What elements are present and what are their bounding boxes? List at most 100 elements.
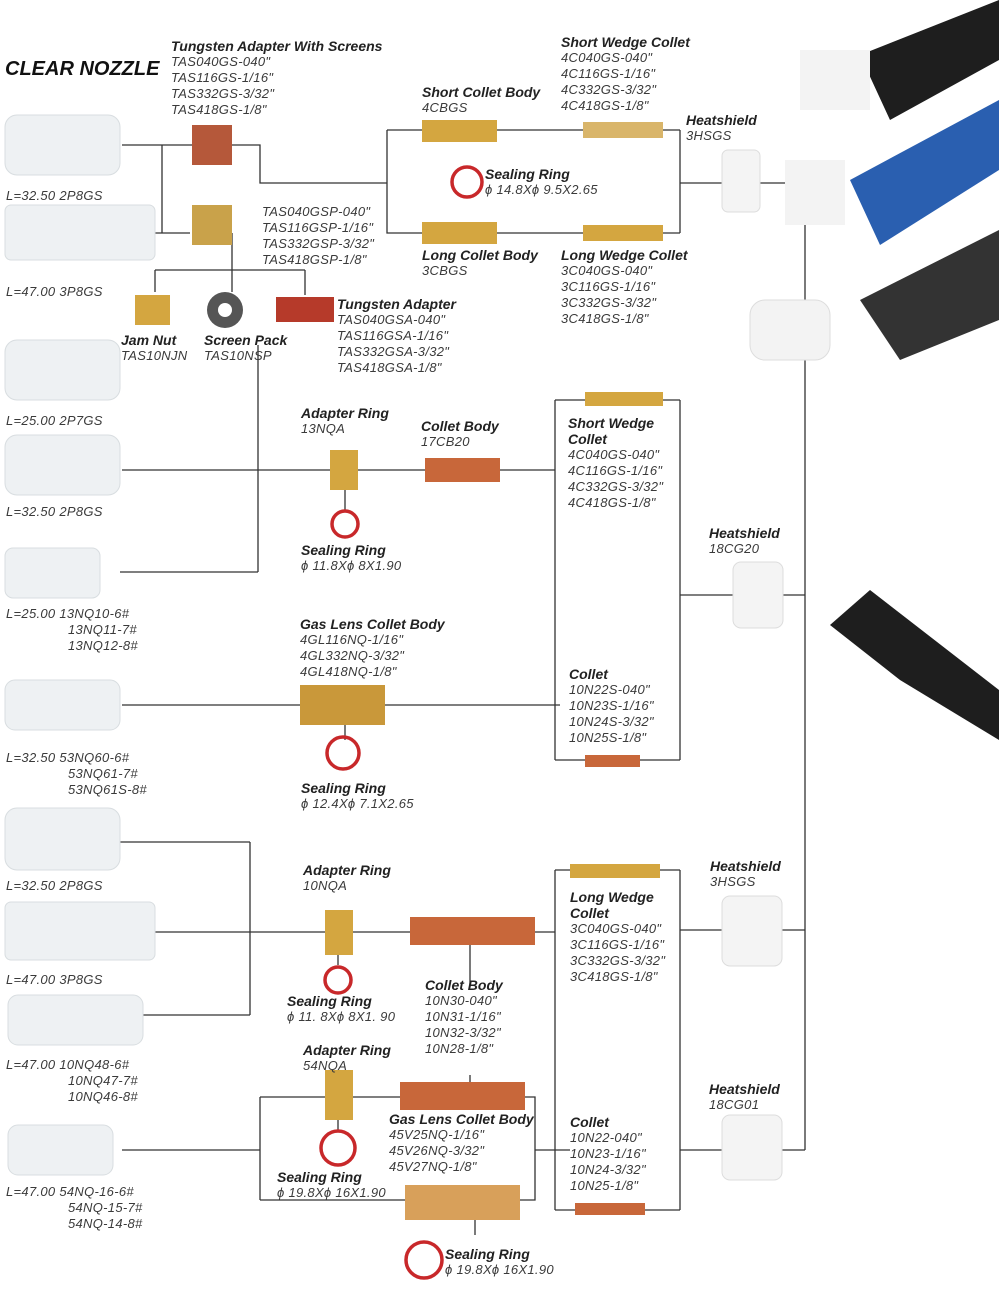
part-title: Tungsten Adapter With Screens (171, 38, 383, 54)
part-code: L=32.50 2P8GS (6, 878, 103, 893)
part-code: ϕ 14.8Xϕ 9.5X2.65 (485, 182, 598, 197)
part-code: 4C332GS-3/32" (561, 82, 657, 97)
part-code: 10N30-040" (425, 993, 497, 1008)
part-title: Gas Lens Collet Body (300, 616, 445, 632)
part-code: 3C418GS-1/8" (561, 311, 649, 326)
part-title: Heatshield (686, 112, 757, 128)
part-code: ϕ 19.8Xϕ 16X1.90 (277, 1185, 386, 1200)
part-code: L=32.50 53NQ60-6# (6, 750, 130, 765)
nozzle-6-label: L=32.50 53NQ60-6#53NQ61-7#53NQ61S-8# (6, 750, 147, 798)
nozzle-2-label: L=47.00 3P8GS (6, 284, 103, 300)
part-code: 3C332GS-3/32" (570, 953, 666, 968)
part-code: 3HSGS (710, 874, 756, 889)
part-code: TAS040GSP-040" (262, 204, 371, 219)
part-code: 10NQ46-8# (68, 1089, 138, 1104)
part-title: Heatshield (709, 1081, 780, 1097)
part-code: 45V27NQ-1/8" (389, 1159, 477, 1174)
page-title: CLEAR NOZZLE (5, 58, 160, 80)
part-title: Collet Body (421, 418, 499, 434)
part-title: Short Collet Body (422, 84, 541, 100)
part-code: TAS116GS-1/16" (171, 70, 274, 85)
part-code: TAS116GSP-1/16" (262, 220, 374, 235)
tas-gsp-label: TAS040GSP-040"TAS116GSP-1/16"TAS332GSP-3… (262, 204, 374, 268)
part-code: ϕ 11.8Xϕ 8X1.90 (301, 558, 402, 573)
part-title: Sealing Ring (287, 993, 372, 1009)
part-title: Heatshield (709, 525, 780, 541)
part-code: L=47.00 3P8GS (6, 284, 103, 299)
part-code: 3C332GS-3/32" (561, 295, 657, 310)
part-code: 3C116GS-1/16" (570, 937, 665, 952)
parts (135, 120, 784, 1220)
part-code: 54NQA (303, 1058, 348, 1073)
nozzle-1-label: L=32.50 2P8GS (6, 188, 103, 204)
part-code: 10N23S-1/16" (569, 698, 654, 713)
part-code: 3CBGS (422, 263, 468, 278)
part-code: L=47.00 10NQ48-6# (6, 1057, 130, 1072)
part-title: Adapter Ring (303, 862, 391, 878)
part-code: 4GL418NQ-1/8" (300, 664, 397, 679)
part-code: 13NQA (301, 421, 346, 436)
part-code: TAS332GSA-3/32" (337, 344, 450, 359)
part-code: ϕ 12.4Xϕ 7.1X2.65 (301, 796, 414, 811)
part-code: 45V26NQ-3/32" (389, 1143, 485, 1158)
part-code: 10N22-040" (570, 1130, 642, 1145)
part-code: TAS10NJN (121, 348, 188, 363)
part-code: 45V25NQ-1/16" (389, 1127, 485, 1142)
part-title: Collet Body (425, 977, 503, 993)
part-code: TAS418GSA-1/8" (337, 360, 442, 375)
part-title: Collet (570, 1114, 609, 1130)
part-code: 10N25S-1/8" (569, 730, 647, 745)
part-code: 4C418GS-1/8" (561, 98, 649, 113)
part-code: ϕ 11. 8Xϕ 8X1. 90 (287, 1009, 396, 1024)
part-code: 10N22S-040" (569, 682, 650, 697)
nozzle-7-label: L=32.50 2P8GS (6, 878, 103, 894)
part-code: TAS10NSP (204, 348, 272, 363)
part-code: 3HSGS (686, 128, 732, 143)
part-code: 4GL116NQ-1/16" (300, 632, 404, 647)
part-code: 10N25-1/8" (570, 1178, 639, 1193)
part-code: L=47.00 3P8GS (6, 972, 103, 987)
part-title: Short Wedge Collet (561, 34, 690, 50)
part-code: 3C040GS-040" (570, 921, 662, 936)
part-title: Long Collet Body (422, 247, 538, 263)
part-code: TAS040GSA-040" (337, 312, 446, 327)
part-code: L=32.50 2P8GS (6, 504, 103, 519)
part-code: 10NQA (303, 878, 348, 893)
part-code: 4C116GS-1/16" (568, 463, 663, 478)
part-code: TAS332GSP-3/32" (262, 236, 375, 251)
nozzle-3-label: L=25.00 2P7GS (6, 413, 103, 429)
part-title: Short Wedge Collet (568, 415, 655, 447)
part-code: 3C040GS-040" (561, 263, 653, 278)
part-code: 10N24S-3/32" (569, 714, 654, 729)
part-code: 17CB20 (421, 434, 470, 449)
part-code: 10N23-1/16" (570, 1146, 646, 1161)
glass-nozzles (4, 114, 156, 1176)
nozzle-10-label: L=47.00 54NQ-16-6#54NQ-15-7#54NQ-14-8# (6, 1184, 143, 1232)
part-code: L=32.50 2P8GS (6, 188, 103, 203)
nozzle-4-label: L=32.50 2P8GS (6, 504, 103, 520)
part-code: 18CG01 (709, 1097, 760, 1112)
part-code: TAS040GS-040" (171, 54, 271, 69)
part-code: TAS418GS-1/8" (171, 102, 267, 117)
part-title: Sealing Ring (485, 166, 570, 182)
